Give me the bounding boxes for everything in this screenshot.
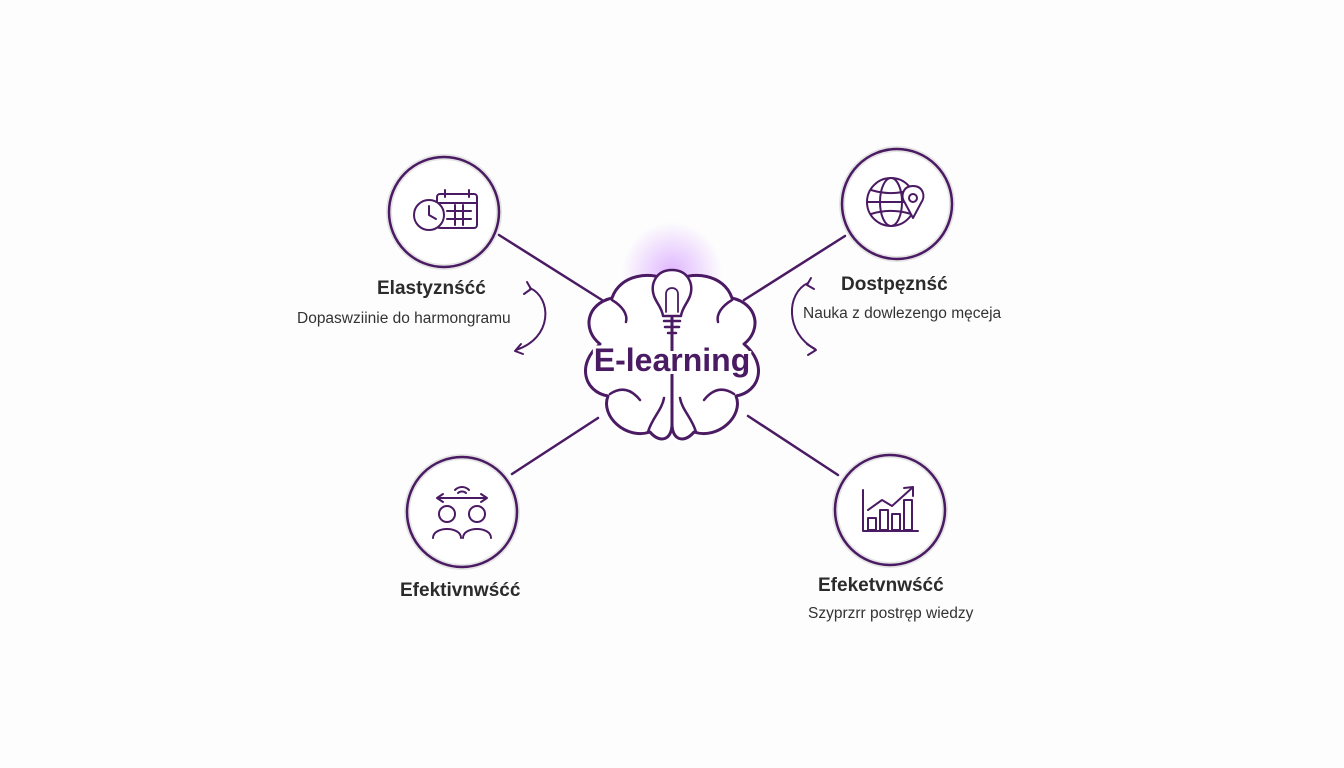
connector-bottom-right [746, 414, 840, 477]
people-collaboration-icon [432, 486, 492, 539]
connector-top-left [497, 233, 604, 302]
growth-chart-icon [862, 486, 919, 532]
node-desc-top-left: Dopaswziinie do harmongramu [297, 310, 511, 327]
node-desc-top-right: Nauka z dowlezengo męceja [803, 305, 1002, 322]
connector-bottom-left [510, 416, 600, 476]
connector-top-right [742, 234, 847, 302]
node-title-bottom-right: Efeketvnwśćć [818, 575, 944, 596]
curved-arrow-right [791, 277, 817, 356]
brain-icon [584, 222, 760, 441]
curved-arrow-left [514, 281, 547, 355]
node-title-top-left: Elastyznśćć [377, 278, 486, 299]
center-title: E-learning [594, 342, 750, 378]
globe-location-icon [866, 177, 925, 227]
node-desc-bottom-right: Szyprzrr postręp wiedzy [808, 605, 974, 622]
lightbulb-icon [651, 268, 693, 335]
node-title-bottom-left: Efektivnwśćć [400, 580, 521, 601]
node-title-top-right: Dostpęznść [841, 274, 948, 295]
clock-calendar-icon [413, 189, 478, 231]
